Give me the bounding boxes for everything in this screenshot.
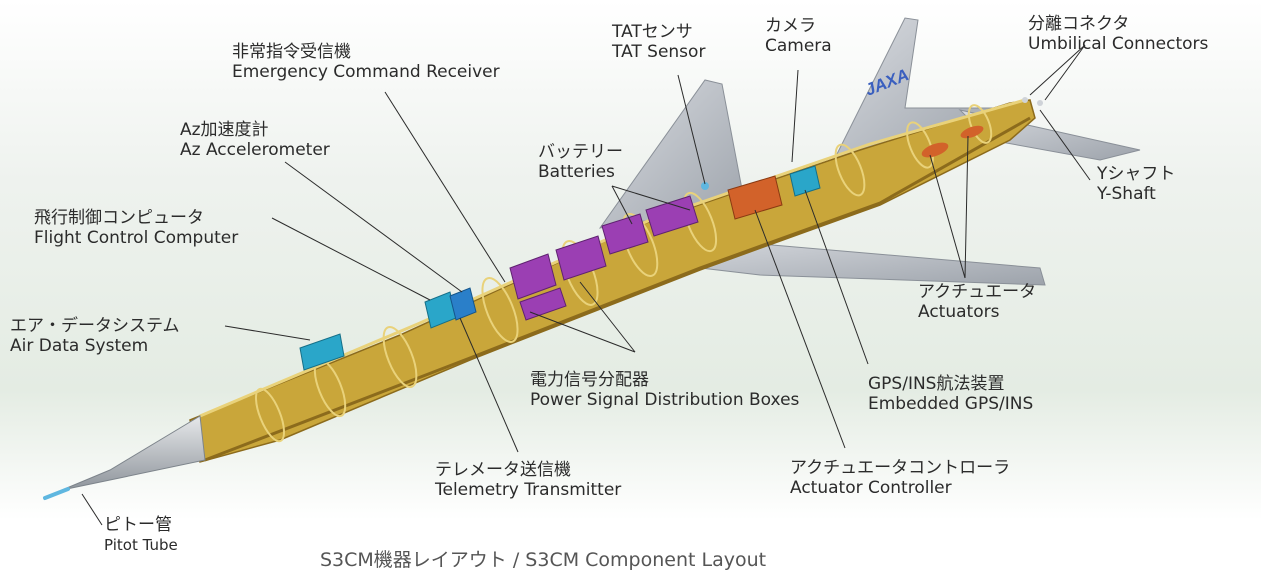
- leader-pitot: [81, 493, 103, 526]
- label-en: Camera: [765, 36, 832, 56]
- label-en: Embedded GPS/INS: [868, 394, 1034, 414]
- label-pitot-tube: ピトー管 Pitot Tube: [104, 515, 178, 555]
- leader-air-data: [224, 325, 311, 341]
- leader-gps: [804, 189, 869, 365]
- leader-emergency: [384, 91, 506, 283]
- battery-4: [645, 195, 699, 237]
- label-en: Telemetry Transmitter: [435, 480, 622, 500]
- gps-ins-box: [789, 165, 821, 197]
- label-en: Emergency Command Receiver: [232, 62, 500, 82]
- label-ja: Az加速度計: [180, 120, 269, 140]
- leader-camera: [791, 69, 799, 163]
- nose-cone: [61, 415, 206, 491]
- leader-umbilical-2: [1044, 44, 1086, 101]
- power-box: [519, 287, 567, 321]
- label-ja: テレメータ送信機: [435, 460, 571, 480]
- leader-flight-computer: [271, 217, 431, 301]
- label-ja: 分離コネクタ: [1028, 14, 1130, 34]
- label-y-shaft: Yシャフト Y-Shaft: [1097, 164, 1175, 204]
- label-telemetry-transmitter: テレメータ送信機 Telemetry Transmitter: [435, 460, 621, 500]
- label-ja: エア・データシステム: [10, 316, 180, 336]
- label-en: Umbilical Connectors: [1028, 34, 1209, 54]
- label-en: Air Data System: [10, 336, 149, 356]
- leader-actuator-controller: [754, 209, 846, 449]
- label-ja: バッテリー: [538, 142, 623, 162]
- label-en: Flight Control Computer: [34, 228, 239, 248]
- battery-3: [601, 213, 649, 255]
- label-az-accelerometer: Az加速度計 Az Accelerometer: [180, 120, 330, 160]
- label-air-data-system: エア・データシステム Air Data System: [10, 316, 180, 356]
- actuator-controller-box: [727, 175, 783, 220]
- bulkheads: [255, 104, 993, 443]
- actuator-2: [960, 125, 984, 139]
- actuator-1: [921, 142, 949, 158]
- leader-power-1: [529, 311, 636, 353]
- battery-1: [509, 253, 557, 300]
- label-ja: 電力信号分配器: [530, 370, 649, 390]
- air-data-box: [299, 333, 345, 371]
- leader-umbilical-1: [1029, 44, 1086, 96]
- label-ja: 飛行制御コンピュータ: [34, 208, 204, 228]
- leader-tat: [677, 74, 706, 185]
- label-en: Az Accelerometer: [180, 140, 330, 160]
- label-ja: Yシャフト: [1097, 164, 1176, 184]
- label-ja: GPS/INS航法装置: [868, 374, 1005, 394]
- battery-2: [555, 235, 607, 281]
- label-power-distribution: 電力信号分配器 Power Signal Distribution Boxes: [530, 370, 799, 410]
- leader-yshaft: [1039, 109, 1091, 181]
- umbilical-part-2: [1037, 100, 1043, 106]
- leader-az: [284, 161, 463, 293]
- label-actuator-controller: アクチュエータコントローラ Actuator Controller: [790, 458, 1010, 498]
- label-en: Pitot Tube: [104, 536, 178, 554]
- label-en: Actuators: [918, 302, 1000, 322]
- label-en: Batteries: [538, 162, 615, 182]
- label-ja: アクチュエータ: [918, 282, 1037, 302]
- label-actuators: アクチュエータ Actuators: [918, 282, 1036, 322]
- leader-telemetry: [459, 317, 519, 453]
- label-en: Actuator Controller: [790, 478, 952, 498]
- label-ja: ピトー管: [104, 515, 172, 535]
- leader-lines: [81, 44, 1091, 526]
- figure-caption: S3CM機器レイアウト / S3CM Component Layout: [320, 549, 767, 571]
- label-flight-control-computer: 飛行制御コンピュータ Flight Control Computer: [34, 208, 238, 248]
- label-en: TAT Sensor: [612, 42, 706, 62]
- leader-actuators-1: [929, 154, 966, 279]
- leader-batteries-1: [611, 185, 633, 225]
- label-tat-sensor: TATセンサ TAT Sensor: [612, 22, 705, 62]
- leader-power-2: [579, 281, 636, 353]
- label-ja: アクチュエータコントローラ: [790, 458, 1011, 478]
- bottom-rail: [204, 116, 1031, 462]
- label-emergency-receiver: 非常指令受信機 Emergency Command Receiver: [232, 42, 500, 82]
- label-batteries: バッテリー Batteries: [538, 142, 623, 182]
- label-camera: カメラ Camera: [765, 16, 832, 56]
- label-en: Power Signal Distribution Boxes: [530, 390, 800, 410]
- label-gps-ins: GPS/INS航法装置 Embedded GPS/INS: [868, 374, 1033, 414]
- tat-sensor-part: [701, 182, 709, 190]
- label-ja: 非常指令受信機: [232, 42, 351, 62]
- flight-computer-box-2: [449, 287, 477, 321]
- label-ja: TATセンサ: [612, 22, 693, 42]
- leader-batteries-2: [611, 185, 691, 211]
- label-en: Y-Shaft: [1097, 184, 1156, 204]
- internal-components: [299, 97, 1043, 371]
- umbilical-part: [1022, 97, 1028, 103]
- leader-actuators-2: [964, 135, 969, 279]
- pitot-probe: [43, 487, 70, 500]
- label-umbilical: 分離コネクタ Umbilical Connectors: [1028, 14, 1208, 54]
- label-ja: カメラ: [765, 16, 816, 36]
